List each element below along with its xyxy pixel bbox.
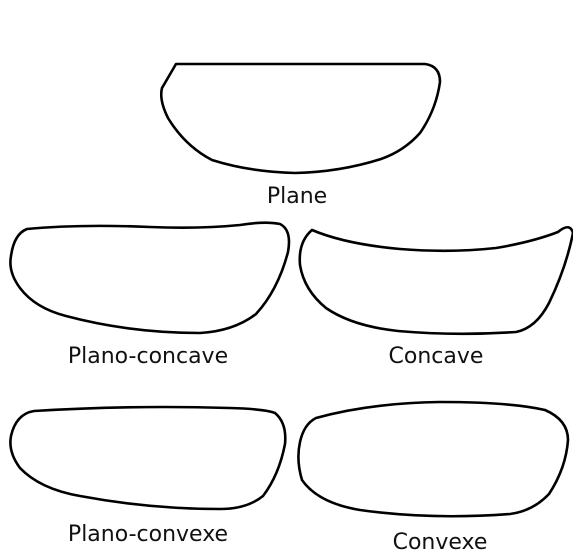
plane-label: Plane xyxy=(266,184,328,209)
plano-concave-outline xyxy=(9,221,291,335)
plano-concave-label: Plano-concave xyxy=(67,344,229,369)
concave-outline xyxy=(298,225,573,336)
convexe-label: Convexe xyxy=(392,530,488,555)
plano-convexe-label: Plano-convexe xyxy=(67,522,229,547)
convexe-outline xyxy=(297,400,570,518)
plano-convexe-outline xyxy=(9,405,287,511)
concave-label: Concave xyxy=(388,344,484,369)
plane-outline xyxy=(159,62,442,175)
